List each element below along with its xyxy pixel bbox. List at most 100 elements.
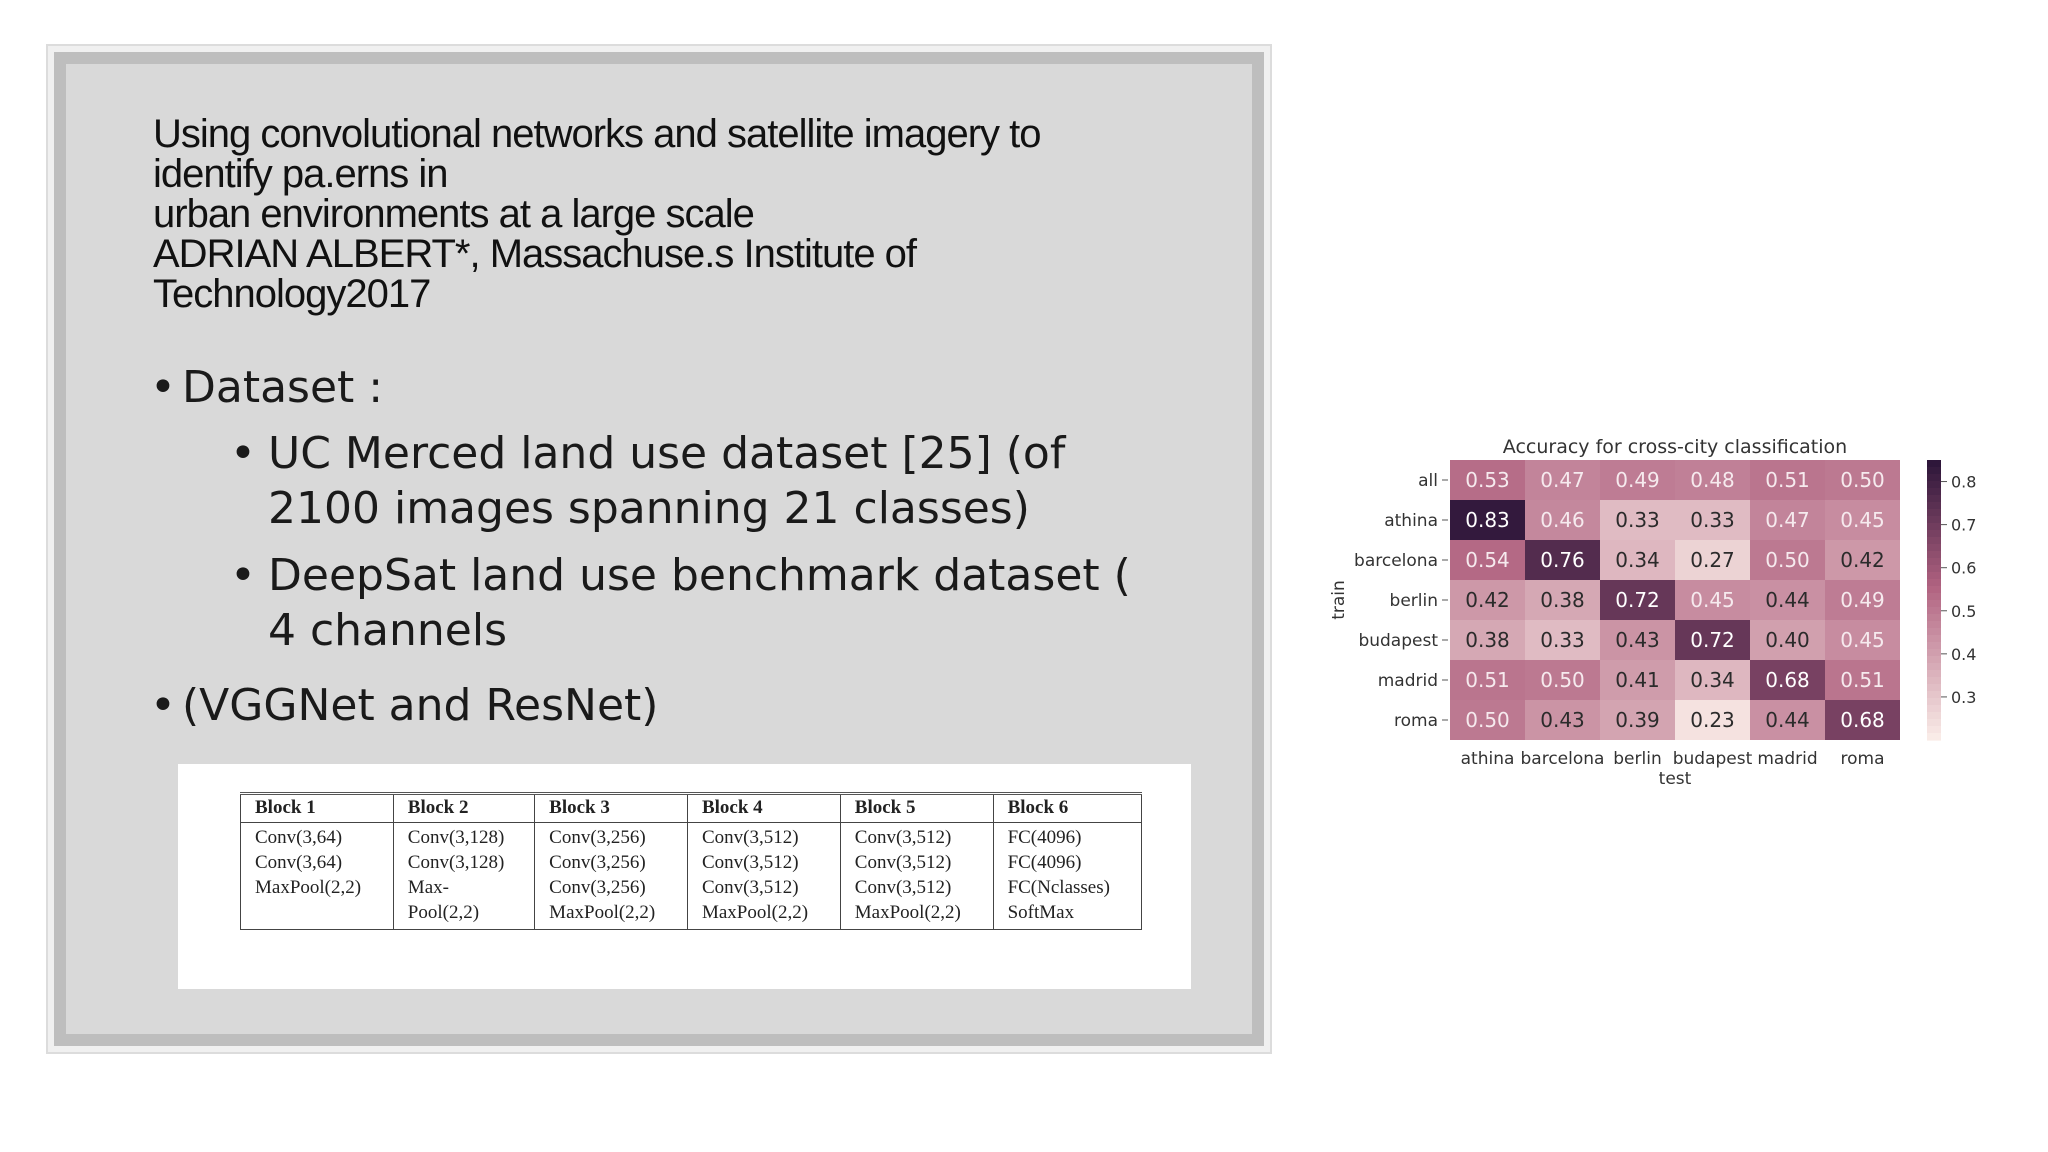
layer-entry: Conv(3,256) [549,852,646,873]
table-header: Block 5 [839,793,994,823]
bullet-deepsat: • DeepSat land use benchmark dataset ( 4… [230,548,1148,658]
table-header: Block 3 [534,793,688,823]
cell-value-label: 0.72 [1690,628,1735,652]
cell-value-label: 0.41 [1615,668,1660,692]
colorbar-segment [1927,677,1941,685]
cell-value-label: 0.51 [1840,668,1885,692]
title-line-4: ADRIAN ALBERT*, Massachuse.s Institute o… [153,232,917,276]
table-header: Block 2 [392,793,536,823]
cell-value-label: 0.42 [1465,588,1510,612]
layer-entry: FC(Nclasses) [1007,877,1110,898]
y-tick-label: all [1418,471,1438,491]
bullet-dot: • [150,362,176,413]
cell-value-label: 0.47 [1540,468,1585,492]
colorbar-segment [1927,509,1941,517]
bullet-networks-text: (VGGNet and ResNet) [182,680,659,731]
cell-value-label: 0.45 [1690,588,1735,612]
heatmap-cell [1825,460,1900,500]
cell-value-label: 0.39 [1615,708,1660,732]
heatmap-cell [1750,620,1825,660]
layer-entry: MaxPool(2,2) [549,902,656,923]
colorbar-segment [1927,712,1941,720]
title-line-2: identify pa.erns in [153,152,449,196]
cell-value-label: 0.43 [1540,708,1585,732]
table-cell-block-4: Conv(3,512) Conv(3,512) Conv(3,512) MaxP… [686,822,841,930]
layer-entry: Conv(3,512) [701,877,799,898]
y-tick-label: madrid [1378,671,1438,691]
layer-entry: Max- [407,877,449,898]
table-header: Block 1 [240,793,394,823]
colorbar-tick-label: 0.7 [1951,516,1976,535]
table-cell-block-5: Conv(3,512) Conv(3,512) Conv(3,512) MaxP… [839,822,994,930]
colorbar-segment [1927,698,1941,706]
cell-value-label: 0.50 [1840,468,1885,492]
heatmap-cell [1675,500,1750,540]
heatmap-cell [1750,460,1825,500]
heatmap-cell [1675,660,1750,700]
colorbar-segment [1927,586,1941,594]
cell-value-label: 0.49 [1840,588,1885,612]
cell-value-label: 0.34 [1690,668,1735,692]
colorbar-tick-label: 0.3 [1951,688,1976,707]
cell-value-label: 0.49 [1615,468,1660,492]
table-cell-block-2: Conv(3,128) Conv(3,128) Max- Pool(2,2) [392,822,536,930]
table-header: Block 4 [686,793,841,823]
colorbar-segment [1927,523,1941,531]
heatmap-cell [1600,580,1675,620]
colorbar-segment [1927,621,1941,629]
colorbar-segment [1927,495,1941,503]
colorbar-segment [1927,635,1941,643]
x-tick-label: budapest [1673,749,1753,769]
layer-entry: Conv(3,512) [854,852,952,873]
cell-value-label: 0.54 [1465,548,1510,572]
cell-value-label: 0.45 [1840,628,1885,652]
heatmap-cell [1600,620,1675,660]
heatmap-cell [1450,700,1525,740]
bullet-dataset: •Dataset : [150,362,383,413]
colorbar-segment [1927,628,1941,636]
heatmap-cell [1600,460,1675,500]
colorbar-segment [1927,670,1941,678]
cell-value-label: 0.83 [1465,508,1510,532]
layer-entry: Conv(3,512) [701,852,799,873]
heatmap-cell [1750,580,1825,620]
heatmap-cell [1525,500,1600,540]
heatmap-cell [1450,500,1525,540]
heatmap-cell [1675,580,1750,620]
colorbar-segment [1927,572,1941,580]
architecture-table-image: Block 1 Block 2 Block 3 Block 4 Block 5 … [178,764,1191,989]
heatmap-cell [1450,540,1525,580]
y-tick-label: budapest [1358,631,1438,651]
bullet-dot: • [150,680,176,731]
colorbar-segment [1927,537,1941,545]
colorbar-segment [1927,705,1941,713]
x-tick-label: barcelona [1521,749,1605,769]
heatmap-cell [1825,580,1900,620]
heatmap-cell [1750,660,1825,700]
heatmap-cell [1675,540,1750,580]
layer-entry: Pool(2,2) [407,902,480,923]
x-tick-label: athina [1461,749,1515,769]
architecture-table: Block 1 Block 2 Block 3 Block 4 Block 5 … [240,792,1143,930]
heatmap-cell [1450,620,1525,660]
cell-value-label: 0.50 [1765,548,1810,572]
table-header: Block 6 [992,793,1143,823]
cell-value-label: 0.38 [1465,628,1510,652]
heatmap-cell [1525,700,1600,740]
heatmap-cell [1750,700,1825,740]
colorbar-segment [1927,579,1941,587]
colorbar-segment [1927,481,1941,489]
layer-entry: Conv(3,256) [549,827,646,848]
colorbar-segment [1927,642,1941,650]
colorbar-segment [1927,558,1941,566]
heatmap-cell [1525,580,1600,620]
cell-value-label: 0.76 [1540,548,1585,572]
colorbar-segment [1927,607,1941,615]
layer-entry: MaxPool(2,2) [854,902,961,923]
colorbar-segment [1927,684,1941,692]
slide-title: Using convolutional networks and satelli… [153,114,1173,314]
layer-entry: Conv(3,512) [854,877,952,898]
heatmap-cell [1675,460,1750,500]
cell-value-label: 0.33 [1690,508,1735,532]
layer-entry: Conv(3,256) [549,877,646,898]
